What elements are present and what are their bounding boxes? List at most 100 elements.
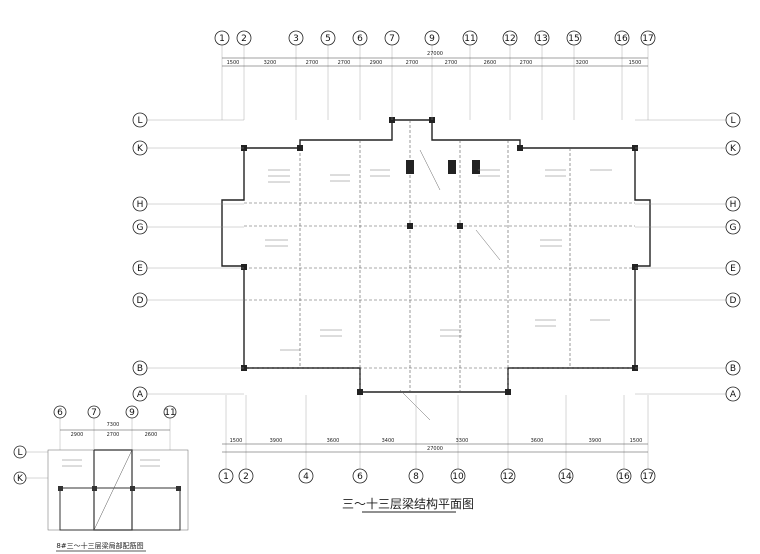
grid-top-12 — [502, 30, 518, 46]
grid-top-6-label: 6 — [357, 34, 363, 44]
bottom-dim: 3600 — [531, 438, 544, 444]
inset-row-L-label: L — [17, 448, 22, 458]
grid-top-1-label: 1 — [219, 34, 225, 44]
grid-left-L-label: L — [137, 116, 142, 126]
grid-left-E-label: E — [137, 264, 143, 274]
inset-total-dim: 7300 — [107, 422, 120, 428]
grid-right-A — [725, 386, 741, 402]
grid-left-G — [132, 219, 148, 235]
grid-bottom-10 — [450, 468, 466, 484]
inset-grid-11-label: 11 — [164, 408, 175, 418]
floor-plan — [221, 117, 651, 421]
grid-bottom-4 — [298, 468, 314, 484]
grid-left-H-label: H — [137, 200, 144, 210]
top-dim: 1500 — [227, 60, 240, 66]
grid-top-16 — [614, 30, 630, 46]
grid-top-9 — [424, 30, 440, 46]
top-dim: 2600 — [484, 60, 497, 66]
top-dim: 2700 — [520, 60, 533, 66]
top-dim: 2700 — [338, 60, 351, 66]
grid-top-3-label: 3 — [293, 34, 299, 44]
bottom-dim: 3600 — [327, 438, 340, 444]
grid-bottom-14 — [558, 468, 574, 484]
inset-diagonal — [93, 449, 133, 531]
grid-bottom-12 — [500, 468, 516, 484]
grid-right-B — [725, 360, 741, 376]
grid-top-6 — [352, 30, 368, 46]
grid-top-1 — [214, 30, 230, 46]
grid-top-5 — [320, 30, 336, 46]
inset-row-K-label: K — [17, 474, 24, 484]
grid-bottom-12-label: 12 — [502, 472, 513, 482]
grid-bottom-2 — [238, 468, 254, 484]
grid-top-7-label: 7 — [389, 34, 395, 44]
grid-right-H — [725, 196, 741, 212]
top-dim: 2700 — [306, 60, 319, 66]
bottom-dim: 1500 — [230, 438, 243, 444]
grid-bottom-14-label: 14 — [560, 472, 572, 482]
bottom-dim: 3900 — [589, 438, 602, 444]
top-dim: 3200 — [264, 60, 277, 66]
inset-grid-6-label: 6 — [57, 408, 63, 418]
grid-top-2 — [236, 30, 252, 46]
grid-top-15-label: 15 — [568, 34, 579, 44]
inset-wall — [59, 487, 181, 531]
grid-top-16-label: 16 — [616, 34, 628, 44]
bottom-dim: 3400 — [382, 438, 395, 444]
inset-plan — [47, 449, 189, 531]
top-dim: 2700 — [445, 60, 458, 66]
inset-grid-11 — [163, 405, 177, 419]
grid-top-17-label: 17 — [642, 34, 653, 44]
inset-columns — [58, 486, 181, 491]
grid-right-L-label: L — [730, 116, 735, 126]
rebar-annotations — [265, 169, 612, 351]
columns — [241, 117, 638, 395]
grid-left-L — [132, 112, 148, 128]
grid-bottom-17-label: 17 — [642, 472, 653, 482]
grid-top-5-label: 5 — [325, 34, 331, 44]
grid-bottom-10-label: 10 — [452, 472, 464, 482]
top-dim: 2900 — [370, 60, 383, 66]
inset-grid-7 — [87, 405, 101, 419]
grid-top-9-label: 9 — [429, 34, 435, 44]
grid-top-12-label: 12 — [504, 34, 515, 44]
grid-right-H-label: H — [730, 200, 737, 210]
bottom-total-dim: 27000 — [427, 446, 443, 452]
grid-bottom-8 — [408, 468, 424, 484]
grid-top-15 — [566, 30, 582, 46]
grid-top-3 — [288, 30, 304, 46]
grid-left-B — [132, 360, 148, 376]
grid-left-K-label: K — [137, 144, 144, 154]
grid-lines — [26, 45, 726, 479]
grid-left-G-label: G — [137, 223, 144, 233]
grid-right-K-label: K — [730, 144, 737, 154]
inset-row-L — [13, 445, 27, 459]
inset-grid-7-label: 7 — [91, 408, 97, 418]
dimension-lines — [60, 57, 648, 453]
inset-title: 8#三～十三层梁局部配筋图 — [56, 541, 143, 550]
grid-top-2-label: 2 — [241, 34, 247, 44]
top-dim: 3200 — [576, 60, 589, 66]
plan-title: 三～十三层梁结构平面图 — [342, 496, 474, 511]
top-total-dim: 27000 — [427, 51, 443, 57]
inset-dim: 2700 — [107, 432, 120, 438]
bottom-dim: 3300 — [456, 438, 469, 444]
grid-left-A — [132, 386, 148, 402]
grid-bottom-16 — [616, 468, 632, 484]
grid-right-E — [725, 260, 741, 276]
grid-right-K — [725, 140, 741, 156]
beam-lines — [244, 120, 635, 392]
grid-bottom-17 — [640, 468, 656, 484]
inset-grid-9 — [125, 405, 139, 419]
grid-bottom-1-label: 1 — [223, 472, 229, 482]
grid-right-L — [725, 112, 741, 128]
grid-left-A-label: A — [137, 390, 144, 400]
outer-wall — [221, 119, 651, 393]
inset-frame — [47, 449, 189, 531]
top-dim: 1500 — [629, 60, 642, 66]
grid-top-17 — [640, 30, 656, 46]
inset-row-K — [13, 471, 27, 485]
grid-top-11-label: 11 — [464, 34, 475, 44]
